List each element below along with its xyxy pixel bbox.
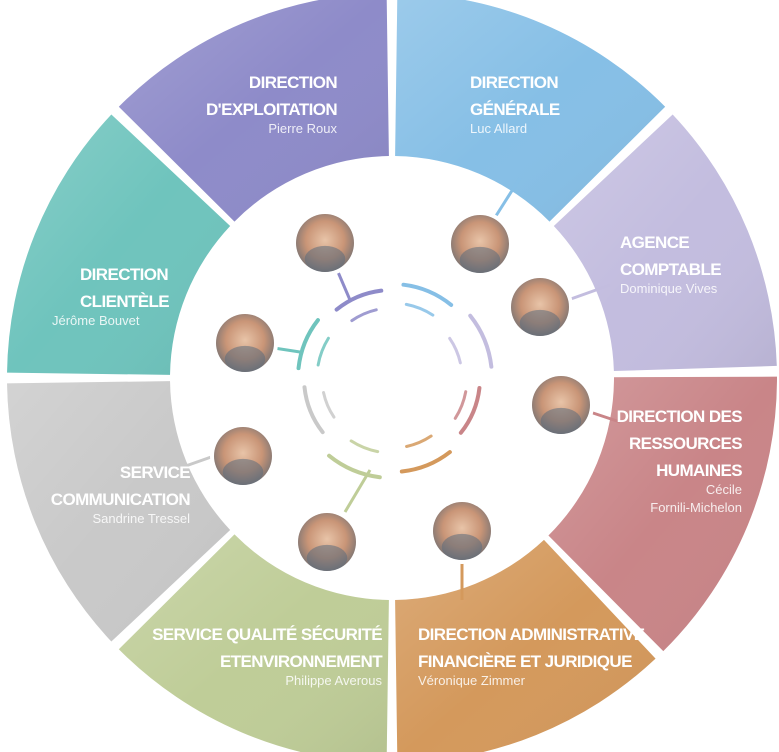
segment-shine-agence-comptable: [553, 114, 777, 372]
segment-shine-direction-clientele: [7, 114, 231, 375]
segments-layer: [7, 0, 778, 752]
label-direction-exploitation: DIRECTION D'EXPLOITATION Pierre Roux: [206, 73, 338, 136]
inner-arc-small-service-communication: [322, 391, 336, 419]
segment-title-line: DIRECTION: [249, 73, 337, 92]
inner-arc-direction-exploitation: [334, 288, 384, 312]
label-agence-comptable: AGENCE COMPTABLE Dominique Vives: [620, 233, 722, 296]
segment-title-line: FINANCIÈRE ET JURIDIQUE: [418, 652, 632, 671]
segment-title-line: COMMUNICATION: [51, 490, 191, 509]
segment-title-line: CLIENTÈLE: [80, 292, 169, 311]
segment-title-line: D'EXPLOITATION: [206, 100, 337, 119]
philippe-averous-photo: [294, 509, 360, 575]
segment-shine-direction-administrative: [395, 539, 656, 752]
label-direction-clientele: DIRECTION CLIENTÈLE Jérôme Bouvet: [52, 265, 170, 328]
segment-person-name: Pierre Roux: [268, 121, 337, 136]
connector-service-qualite: [343, 469, 372, 513]
inner-arc-small-agence-comptable: [448, 336, 462, 365]
inner-arc-service-communication: [302, 385, 325, 435]
segment-person-name: Véronique Zimmer: [418, 673, 526, 688]
segment-title-line: DIRECTION: [80, 265, 168, 284]
inner-arc-small-direction-rh: [453, 390, 468, 420]
avatar-shoulders: [519, 309, 561, 337]
inner-arc-small-direction-generale: [404, 302, 435, 317]
pierre-roux-photo: [292, 210, 358, 276]
segment-title-line: RESSOURCES: [629, 434, 742, 453]
segment-shine-direction-exploitation: [118, 0, 389, 222]
connector-service-communication: [179, 454, 215, 470]
luc-allard-photo: [447, 211, 513, 277]
segment-title-line: COMPTABLE: [620, 260, 721, 279]
inner-arc-small-service-qualite: [349, 439, 380, 454]
avatar-shoulders: [540, 407, 582, 435]
segment-shine-service-qualite: [118, 534, 389, 752]
segment-title-line: DIRECTION ADMINISTRATIVE: [418, 625, 645, 644]
inner-arc-direction-administrative: [399, 450, 452, 474]
inner-arc-direction-rh: [458, 385, 482, 435]
segment-person-name: Philippe Averous: [285, 673, 382, 688]
segment-person-name: Sandrine Tressel: [92, 511, 190, 526]
cecile-fornili-michelon-photo: [528, 372, 594, 438]
label-service-qualite: SERVICE QUALITÉ SÉCURITÉ ETENVIRONNEMENT P…: [152, 625, 384, 688]
avatar-shoulders: [304, 245, 346, 272]
inner-arc-direction-generale: [401, 282, 454, 307]
avatar-shoulders: [222, 458, 264, 486]
segment-title-line: HUMAINES: [656, 461, 742, 480]
segment-title-line: ETENVIRONNEMENT: [220, 652, 383, 671]
inner-arc-small-direction-administrative: [405, 434, 433, 448]
avatar-shoulders: [306, 544, 348, 571]
label-direction-generale: DIRECTION GÉNÉRALE Luc Allard: [470, 73, 561, 136]
inner-arc-small-direction-clientele: [316, 336, 330, 367]
segment-person-name: Cécile: [706, 482, 742, 497]
connectors-layer: [179, 177, 621, 600]
segment-title-line: DIRECTION DES: [617, 407, 743, 426]
avatars-layer: [210, 210, 594, 575]
inner-arc-service-qualite: [327, 453, 382, 480]
inner-arc-agence-comptable: [468, 313, 494, 369]
connector-direction-generale: [492, 177, 522, 220]
label-direction-administrative: DIRECTION ADMINISTRATIVE FINANCIÈRE ET JU…: [418, 625, 645, 688]
segment-person-name: Fornili-Michelon: [650, 500, 742, 515]
segment-person-name: Dominique Vives: [620, 281, 718, 296]
segment-title-line: AGENCE: [620, 233, 689, 252]
inner-arc-small-direction-exploitation: [350, 308, 378, 323]
dominique-vives-photo: [507, 274, 573, 340]
avatar-shoulders: [224, 345, 266, 373]
segment-person-name: Jérôme Bouvet: [52, 313, 140, 328]
label-direction-rh: DIRECTION DES RESSOURCES HUMAINES CécileFor…: [617, 407, 743, 515]
label-service-communication: SERVICE COMMUNICATION Sandrine Tressel: [51, 463, 191, 526]
segment-title-line: GÉNÉRALE: [470, 100, 560, 119]
jerome-bouvet-photo: [212, 310, 278, 376]
avatar-shoulders: [459, 246, 501, 273]
connector-direction-rh: [589, 410, 621, 424]
segment-shine-direction-generale: [395, 0, 666, 222]
segment-title-line: DIRECTION: [470, 73, 558, 92]
segment-title-line: SERVICE: [120, 463, 190, 482]
connector-direction-clientele: [273, 346, 301, 354]
segment-person-name: Luc Allard: [470, 121, 527, 136]
segment-shine-direction-rh: [548, 376, 778, 652]
connector-direction-exploitation: [336, 271, 352, 301]
connector-agence-comptable: [567, 283, 611, 302]
sandrine-tressel-photo: [210, 423, 276, 489]
segment-title-line: SERVICE QUALITÉ SÉCURITÉ: [152, 625, 382, 644]
veronique-zimmer-photo: [429, 498, 495, 564]
inner-arc-direction-clientele: [296, 318, 320, 371]
avatar-shoulders: [441, 533, 483, 560]
inner-arcs-layer: [296, 282, 494, 480]
segment-shine-service-communication: [7, 381, 231, 642]
